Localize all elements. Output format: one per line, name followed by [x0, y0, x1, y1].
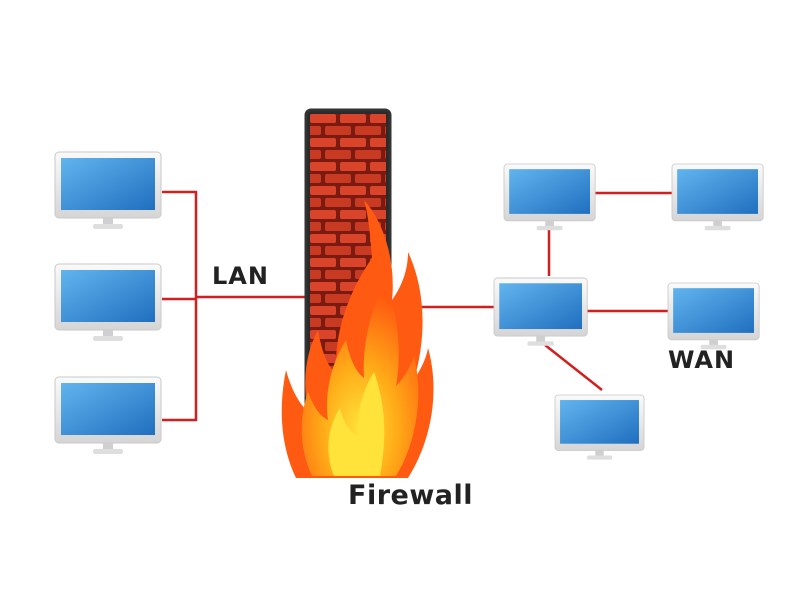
lan-computer-3	[54, 376, 162, 455]
monitor-icon	[503, 163, 596, 231]
wan-link-diagonal	[544, 344, 603, 391]
monitor-icon	[554, 394, 645, 461]
firewall-label: Firewall	[348, 480, 473, 511]
lan-label: LAN	[212, 262, 269, 290]
wan-computer-right	[667, 282, 760, 350]
monitor-icon	[54, 376, 162, 455]
wan-computer-top-right	[671, 163, 764, 231]
monitor-icon	[667, 282, 760, 350]
monitor-icon	[54, 151, 162, 230]
wan-computer-hub	[493, 277, 588, 347]
monitor-icon	[493, 277, 588, 347]
wan-computer-bottom	[554, 394, 645, 461]
wan-label: WAN	[668, 346, 736, 374]
lan-bus-line	[162, 190, 198, 422]
lan-computer-1	[54, 151, 162, 230]
flame-icon	[281, 200, 434, 478]
monitor-icon	[671, 163, 764, 231]
monitor-icon	[54, 263, 162, 342]
lan-computer-2	[54, 263, 162, 342]
wan-computer-top-left	[503, 163, 596, 231]
